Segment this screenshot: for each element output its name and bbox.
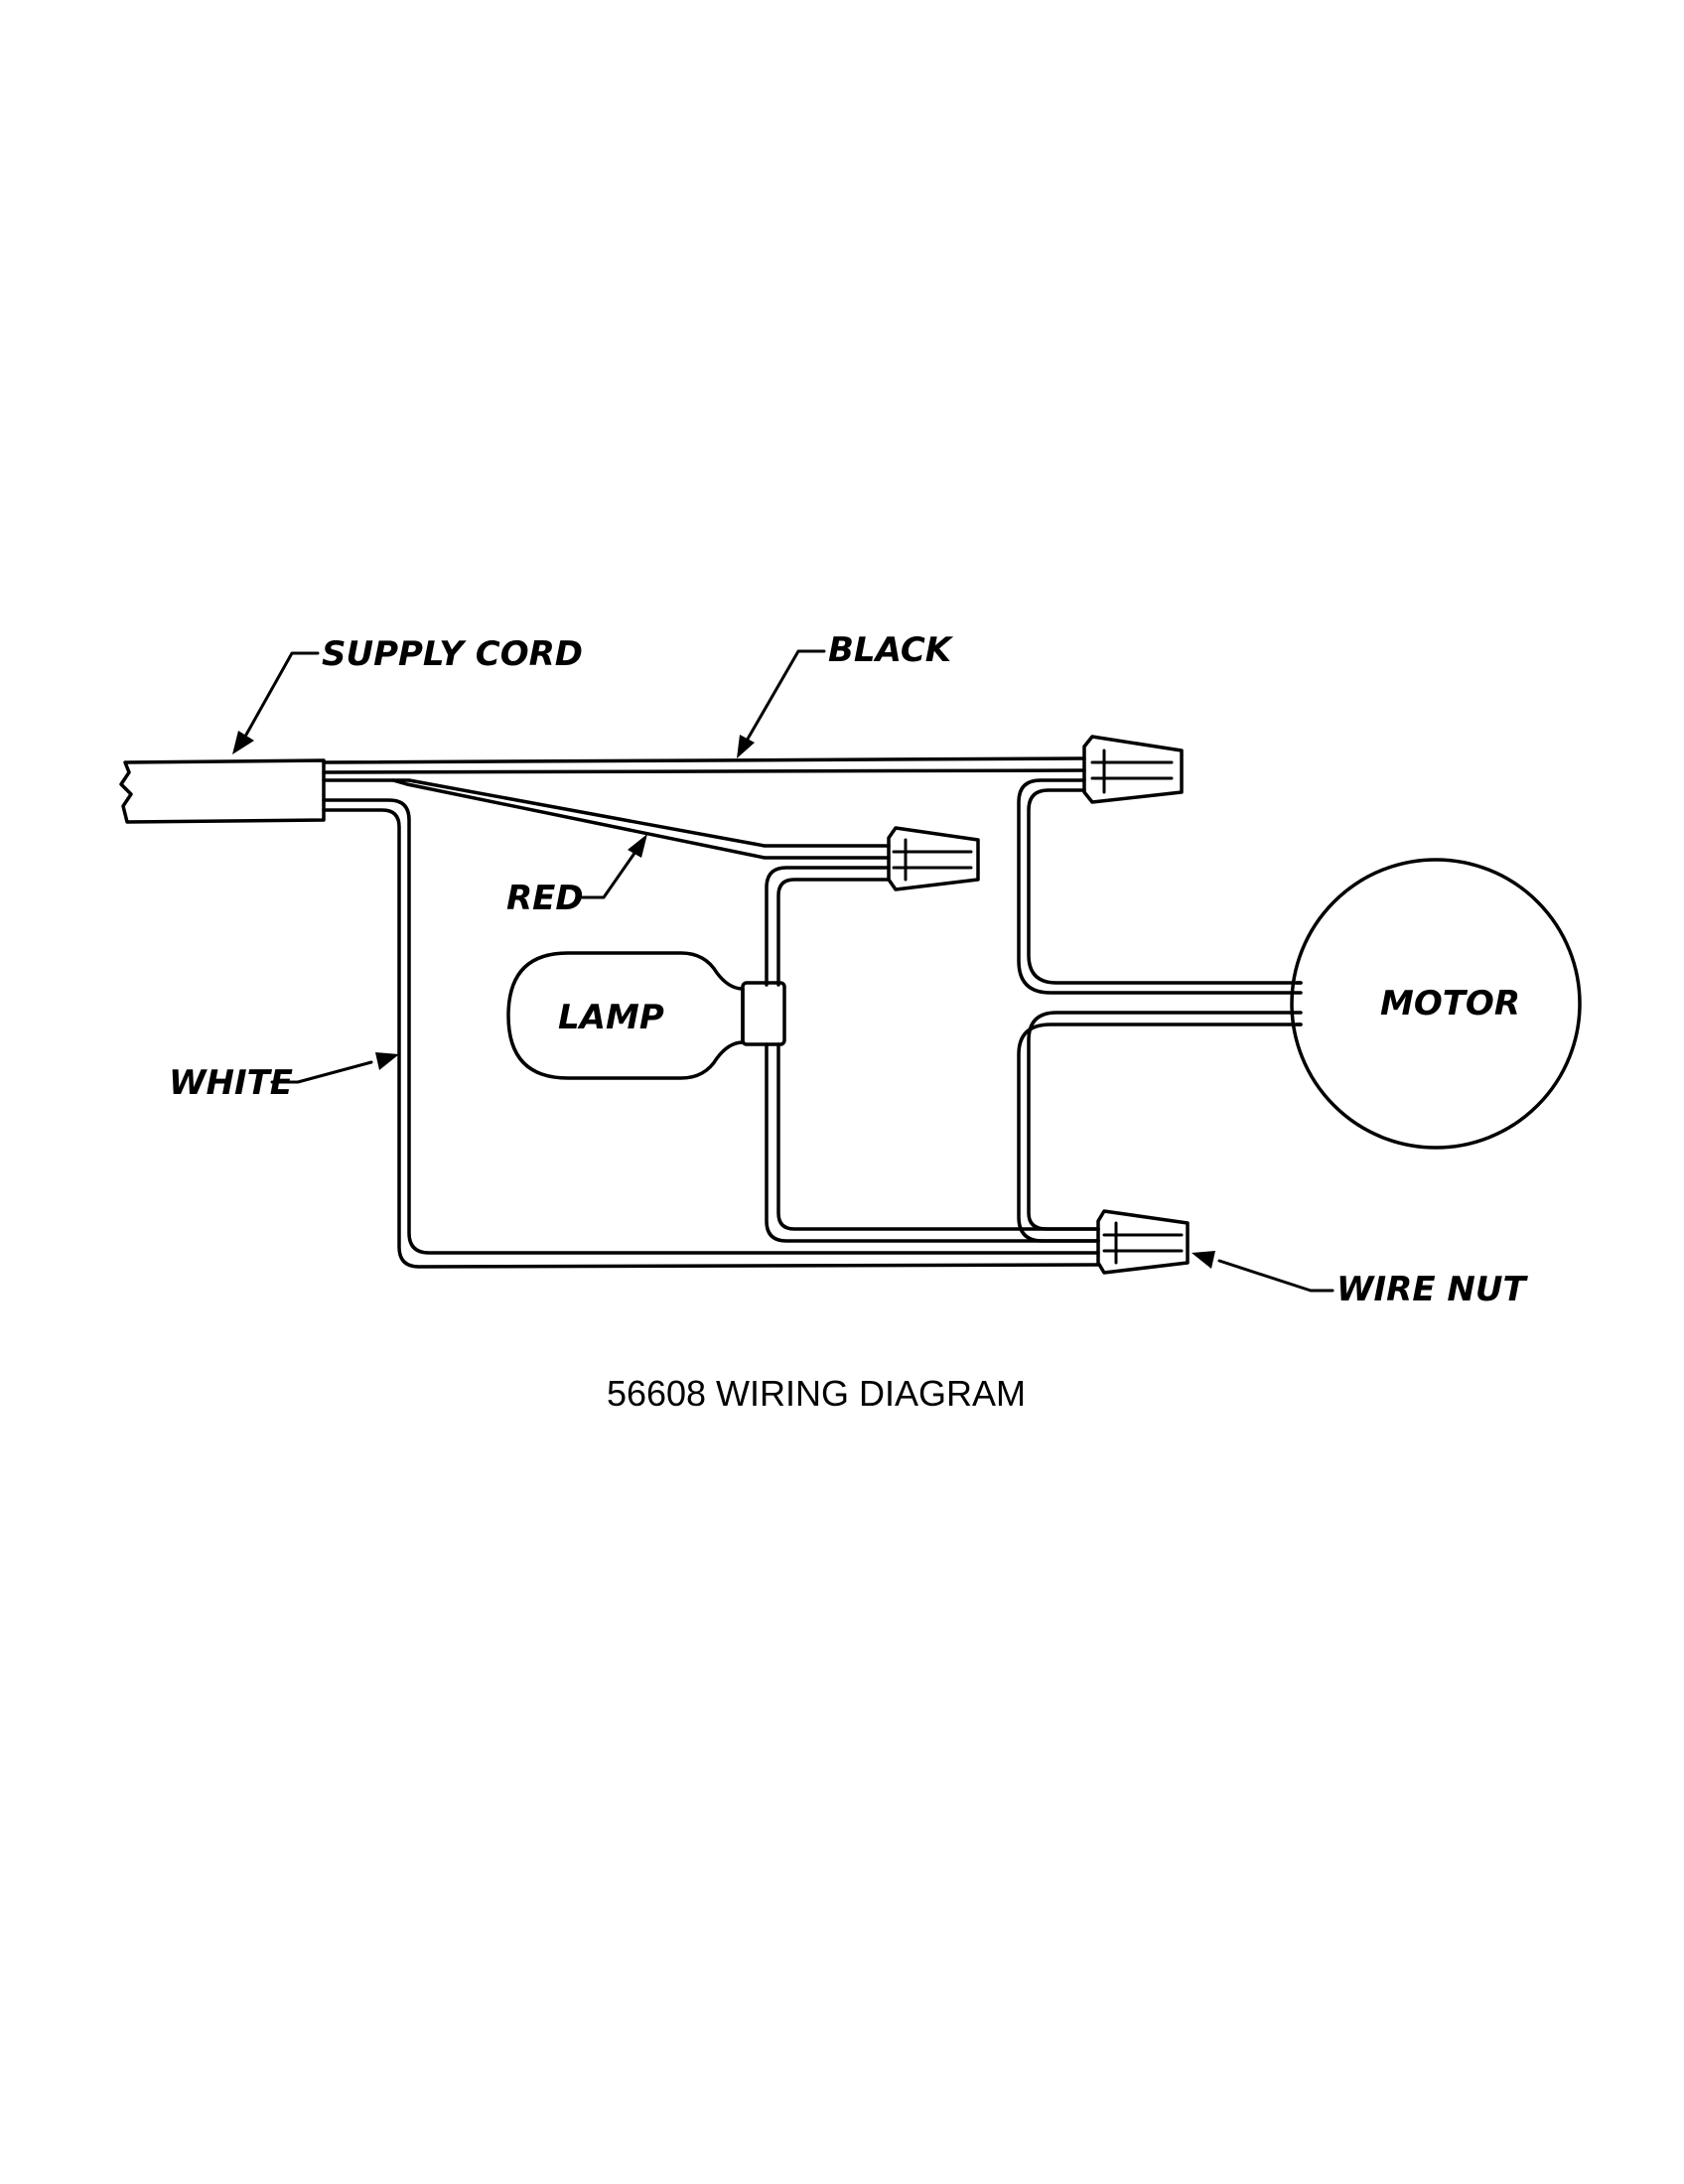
white-label: WHITE (169, 1063, 293, 1103)
white-callout: WHITE (169, 1052, 399, 1103)
motor-label: MOTOR (1380, 984, 1520, 1024)
red-wire (322, 778, 891, 860)
supply-cord-label: SUPPLY CORD (322, 634, 583, 674)
red-label: RED (506, 879, 584, 918)
wire-nut-top (1082, 735, 1184, 804)
white-wire (322, 798, 1100, 1269)
supply-cord-callout: SUPPLY CORD (232, 634, 583, 754)
black-wire (322, 756, 1086, 774)
diagram-caption: 56608 WIRING DIAGRAM (607, 1373, 1026, 1414)
motor: MOTOR (1290, 858, 1582, 1150)
red-callout: RED (506, 834, 647, 918)
lamp-lead-bottom (765, 1042, 1100, 1243)
motor-lead-top (1017, 778, 1303, 995)
black-callout: BLACK (737, 630, 954, 758)
wire-nut-middle (887, 826, 980, 891)
motor-lead-bottom (1017, 1011, 1303, 1243)
lamp-lead-top (765, 866, 891, 987)
black-label: BLACK (828, 630, 954, 670)
lamp-label: LAMP (558, 998, 664, 1037)
wire-nut-label: WIRE NUT (1336, 1270, 1528, 1309)
supply-cord-plug (119, 758, 326, 824)
wire-nut-bottom (1096, 1209, 1190, 1275)
wire-nut-callout: WIRE NUT (1192, 1251, 1528, 1309)
lamp: LAMP (506, 951, 786, 1080)
